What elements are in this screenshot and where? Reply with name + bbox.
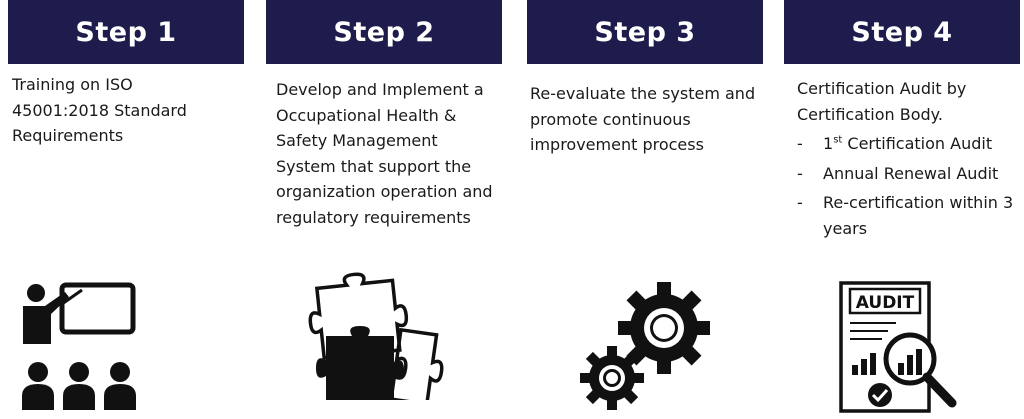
- list-item-text: Annual Renewal Audit: [823, 163, 999, 183]
- gears-icon: [578, 282, 714, 416]
- list-item: - Annual Renewal Audit: [797, 161, 1017, 187]
- step-4-audit-list: - 1st Certification Audit - Annual Renew…: [797, 131, 1017, 241]
- step-1-title: Step 1: [75, 16, 177, 48]
- step-4-description: Certification Audit by Certification Bod…: [797, 76, 1017, 245]
- step-3-text: Re-evaluate the system and promote conti…: [530, 84, 756, 154]
- training-presentation-icon: [18, 276, 140, 416]
- step-2-description: Develop and Implement a Occupational Hea…: [276, 77, 498, 230]
- step-3-banner: Step 3: [527, 0, 763, 64]
- audit-report-icon: AUDIT: [836, 279, 962, 419]
- audit-label: AUDIT: [856, 293, 915, 313]
- step-3-column: Step 3: [527, 0, 763, 64]
- step-2-text: Develop and Implement a Occupational Hea…: [276, 80, 493, 227]
- step-4-column: Step 4: [784, 0, 1020, 64]
- list-item-text: 1st Certification Audit: [823, 134, 993, 153]
- step-1-banner: Step 1: [8, 0, 244, 64]
- step-3-description: Re-evaluate the system and promote conti…: [530, 81, 760, 158]
- puzzle-pieces-icon: [306, 270, 446, 407]
- list-dash: -: [797, 163, 803, 183]
- step-2-title: Step 2: [333, 16, 435, 48]
- list-item: - 1st Certification Audit: [797, 131, 1017, 157]
- step-4-text: Certification Audit by Certification Bod…: [797, 79, 967, 124]
- list-dash: -: [797, 193, 803, 212]
- step-1-description: Training on ISO 45001:2018 Standard Requ…: [12, 72, 232, 149]
- step-2-banner: Step 2: [266, 0, 502, 64]
- step-2-column: Step 2: [266, 0, 502, 64]
- step-1-text: Training on ISO 45001:2018 Standard Requ…: [12, 75, 187, 145]
- step-4-title: Step 4: [851, 16, 953, 48]
- step-1-column: Step 1: [8, 0, 244, 64]
- step-4-banner: Step 4: [784, 0, 1020, 64]
- list-item: - Re-certification within 3 years: [797, 190, 1017, 241]
- list-item-text: Re-certification within 3 years: [823, 193, 1014, 238]
- list-dash: -: [797, 134, 803, 153]
- step-3-title: Step 3: [594, 16, 696, 48]
